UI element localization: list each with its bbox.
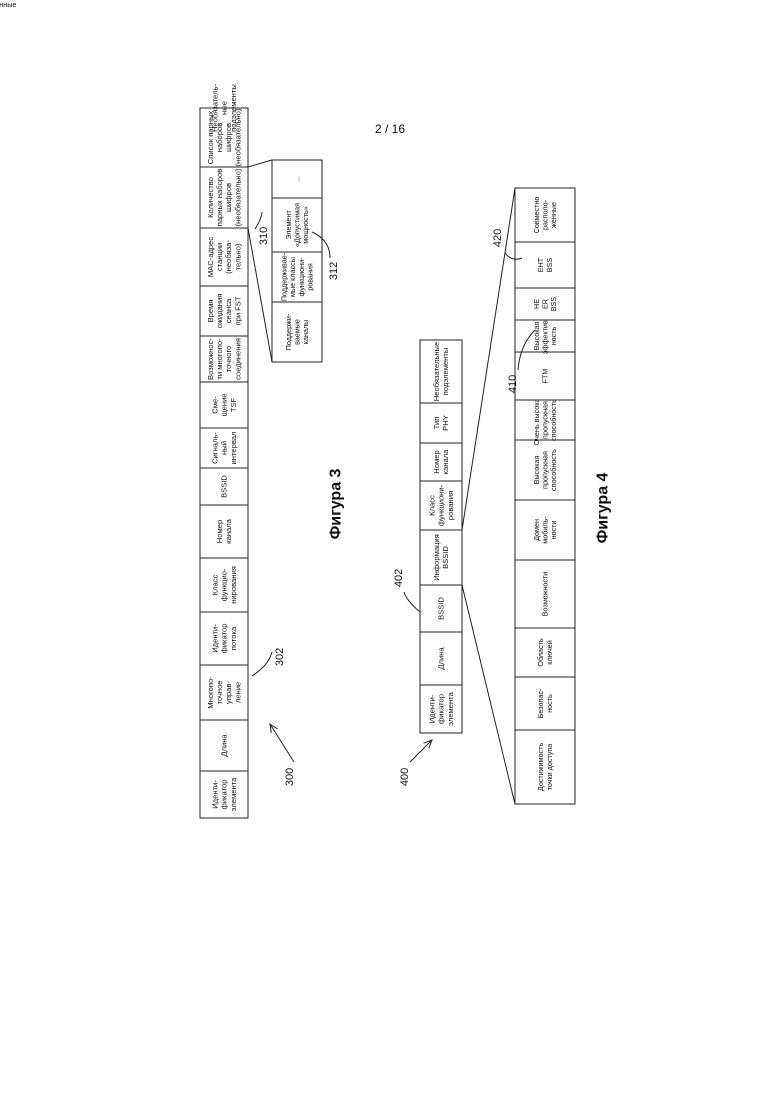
fig4-field-label: Номерканала — [432, 449, 450, 475]
fig4-expand-line-bottom — [462, 585, 515, 804]
fig4-info-label: Зарезерви-рованные — [0, 0, 19, 9]
fig3-leader-310 — [255, 212, 262, 229]
fig4-ref-400: 400 — [399, 768, 411, 786]
fig4-info-label: Достижимостьточки доступа — [536, 743, 554, 791]
fig4-ref-420: 420 — [492, 229, 504, 247]
fig3-field-label: Номерканала — [215, 518, 233, 544]
fig4-field-label: Длина — [437, 647, 446, 670]
fig3-caption: Фигура 3 — [328, 468, 345, 539]
fig4-caption: Фигура 4 — [595, 472, 612, 543]
fig3-ref-302: 302 — [274, 648, 286, 666]
fig4-field-label: Иденти-фикаторэлемента — [428, 691, 455, 725]
fig3-leader-302 — [252, 652, 272, 676]
fig4-field-label: BSSID — [437, 597, 446, 620]
fig4-ref-402: 402 — [393, 569, 405, 587]
fig4-leader-402 — [404, 592, 420, 612]
fig3-field-label: Длина — [220, 734, 229, 757]
fig4-field-label: ТипPHY — [432, 415, 450, 431]
fig4-info-label: FTM — [541, 369, 550, 384]
fig3-arrow-300 — [270, 724, 294, 762]
fig3-ref-310: 310 — [258, 227, 270, 245]
fig3-subelement-label: ... — [293, 176, 302, 182]
fig4-arrow-400 — [410, 740, 432, 762]
fig4-info-label: Областьключей — [536, 638, 554, 666]
fig3-field-label: Иденти-фикаторэлемента — [211, 777, 238, 811]
fig3-ref-300: 300 — [284, 768, 296, 786]
fig3-expand-line-top — [248, 160, 272, 167]
fig4-ref-410: 410 — [507, 375, 519, 393]
fig3-ref-312: 312 — [328, 262, 340, 280]
fig3-field-label: BSSID — [220, 475, 229, 498]
fig4-info-label: EHTBSS — [536, 257, 554, 272]
fig4-info-label: Очень высокаяпропускнаяспособность — [532, 394, 558, 445]
fig4-expand-line-top — [462, 188, 515, 530]
fig4-field-label: Необязательныеподэлементы — [432, 342, 450, 401]
fig4-info-label: Возможности — [541, 572, 550, 617]
fig3-field-label: Иденти-фикаторпотока — [211, 624, 238, 654]
fig3-expand-line-bottom — [248, 228, 272, 362]
fig4-info-label: Совместнорасполо-женные — [532, 197, 558, 234]
